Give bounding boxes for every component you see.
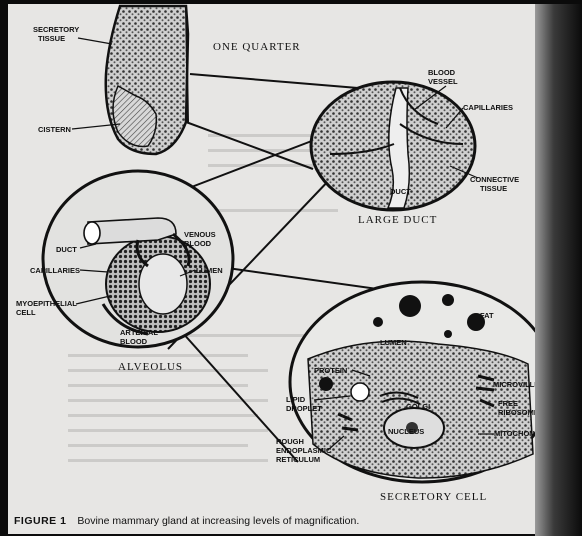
- label-golgi: GOLGI: [406, 402, 430, 411]
- figure-page: SECRETORY TISSUE CISTERN ONE QUARTER BLO…: [8, 4, 554, 534]
- label-rer-3: RETICULUM: [276, 455, 320, 464]
- fat-globule: [399, 295, 421, 317]
- label-arterial-blood-2: BLOOD: [120, 337, 148, 346]
- label-capillaries-duct: CAPILLARIES: [463, 103, 513, 112]
- figure-caption: FIGURE 1 Bovine mammary gland at increas…: [14, 515, 359, 527]
- label-duct-large: DUCT: [390, 187, 411, 196]
- mammary-gland-diagram: SECRETORY TISSUE CISTERN ONE QUARTER BLO…: [8, 4, 554, 534]
- label-connective-tissue-2: TISSUE: [480, 184, 507, 193]
- title-one-quarter: ONE QUARTER: [213, 41, 301, 53]
- label-protein: PROTEIN: [314, 366, 347, 375]
- label-secretory-tissue-1: SECRETORY: [33, 25, 79, 34]
- label-myoepithelial-1: MYOEPITHELIAL: [16, 299, 77, 308]
- title-large-duct: LARGE DUCT: [358, 214, 437, 226]
- label-free-ribosomes-1: FREE: [498, 399, 518, 408]
- label-blood-vessel-1: BLOOD: [428, 68, 456, 77]
- label-fat: FAT: [480, 311, 494, 320]
- figure-label: FIGURE 1: [14, 515, 66, 527]
- alveolus-circle: [43, 171, 233, 347]
- label-secretory-tissue-2: TISSUE: [38, 34, 65, 43]
- label-lumen-cell: LUMEN: [380, 338, 407, 347]
- label-rer-2: ENDOPLASMIC: [276, 446, 332, 455]
- one-quarter-illustration: [106, 6, 188, 154]
- label-lipid-droplet-1: LIPID: [286, 395, 306, 404]
- figure-caption-text: Bovine mammary gland at increasing level…: [77, 515, 359, 527]
- label-blood-vessel-2: VESSEL: [428, 77, 458, 86]
- label-rer-1: ROUGH: [276, 437, 304, 446]
- title-secretory-cell: SECRETORY CELL: [380, 491, 487, 503]
- title-alveolus: ALVEOLUS: [118, 361, 183, 373]
- label-nucleus: NUCLEUS: [388, 427, 424, 436]
- label-myoepithelial-2: CELL: [16, 308, 36, 317]
- label-venous-blood-1: VENOUS: [184, 230, 216, 239]
- label-duct-alveolus: DUCT: [56, 245, 77, 254]
- label-cistern: CISTERN: [38, 125, 71, 134]
- label-microvilli: MICROVILLI: [493, 380, 536, 389]
- page-binding-shadow: [535, 4, 582, 536]
- label-lumen-alveolus: LUMEN: [196, 266, 223, 275]
- label-lipid-droplet-2: DROPLET: [286, 404, 322, 413]
- label-arterial-blood-1: ARTERIAL: [120, 328, 158, 337]
- label-capillaries-alveolus: CAPILLARIES: [30, 266, 80, 275]
- leader-secretory-tissue: [78, 38, 112, 44]
- label-venous-blood-2: BLOOD: [184, 239, 212, 248]
- label-connective-tissue-1: CONNECTIVE: [470, 175, 519, 184]
